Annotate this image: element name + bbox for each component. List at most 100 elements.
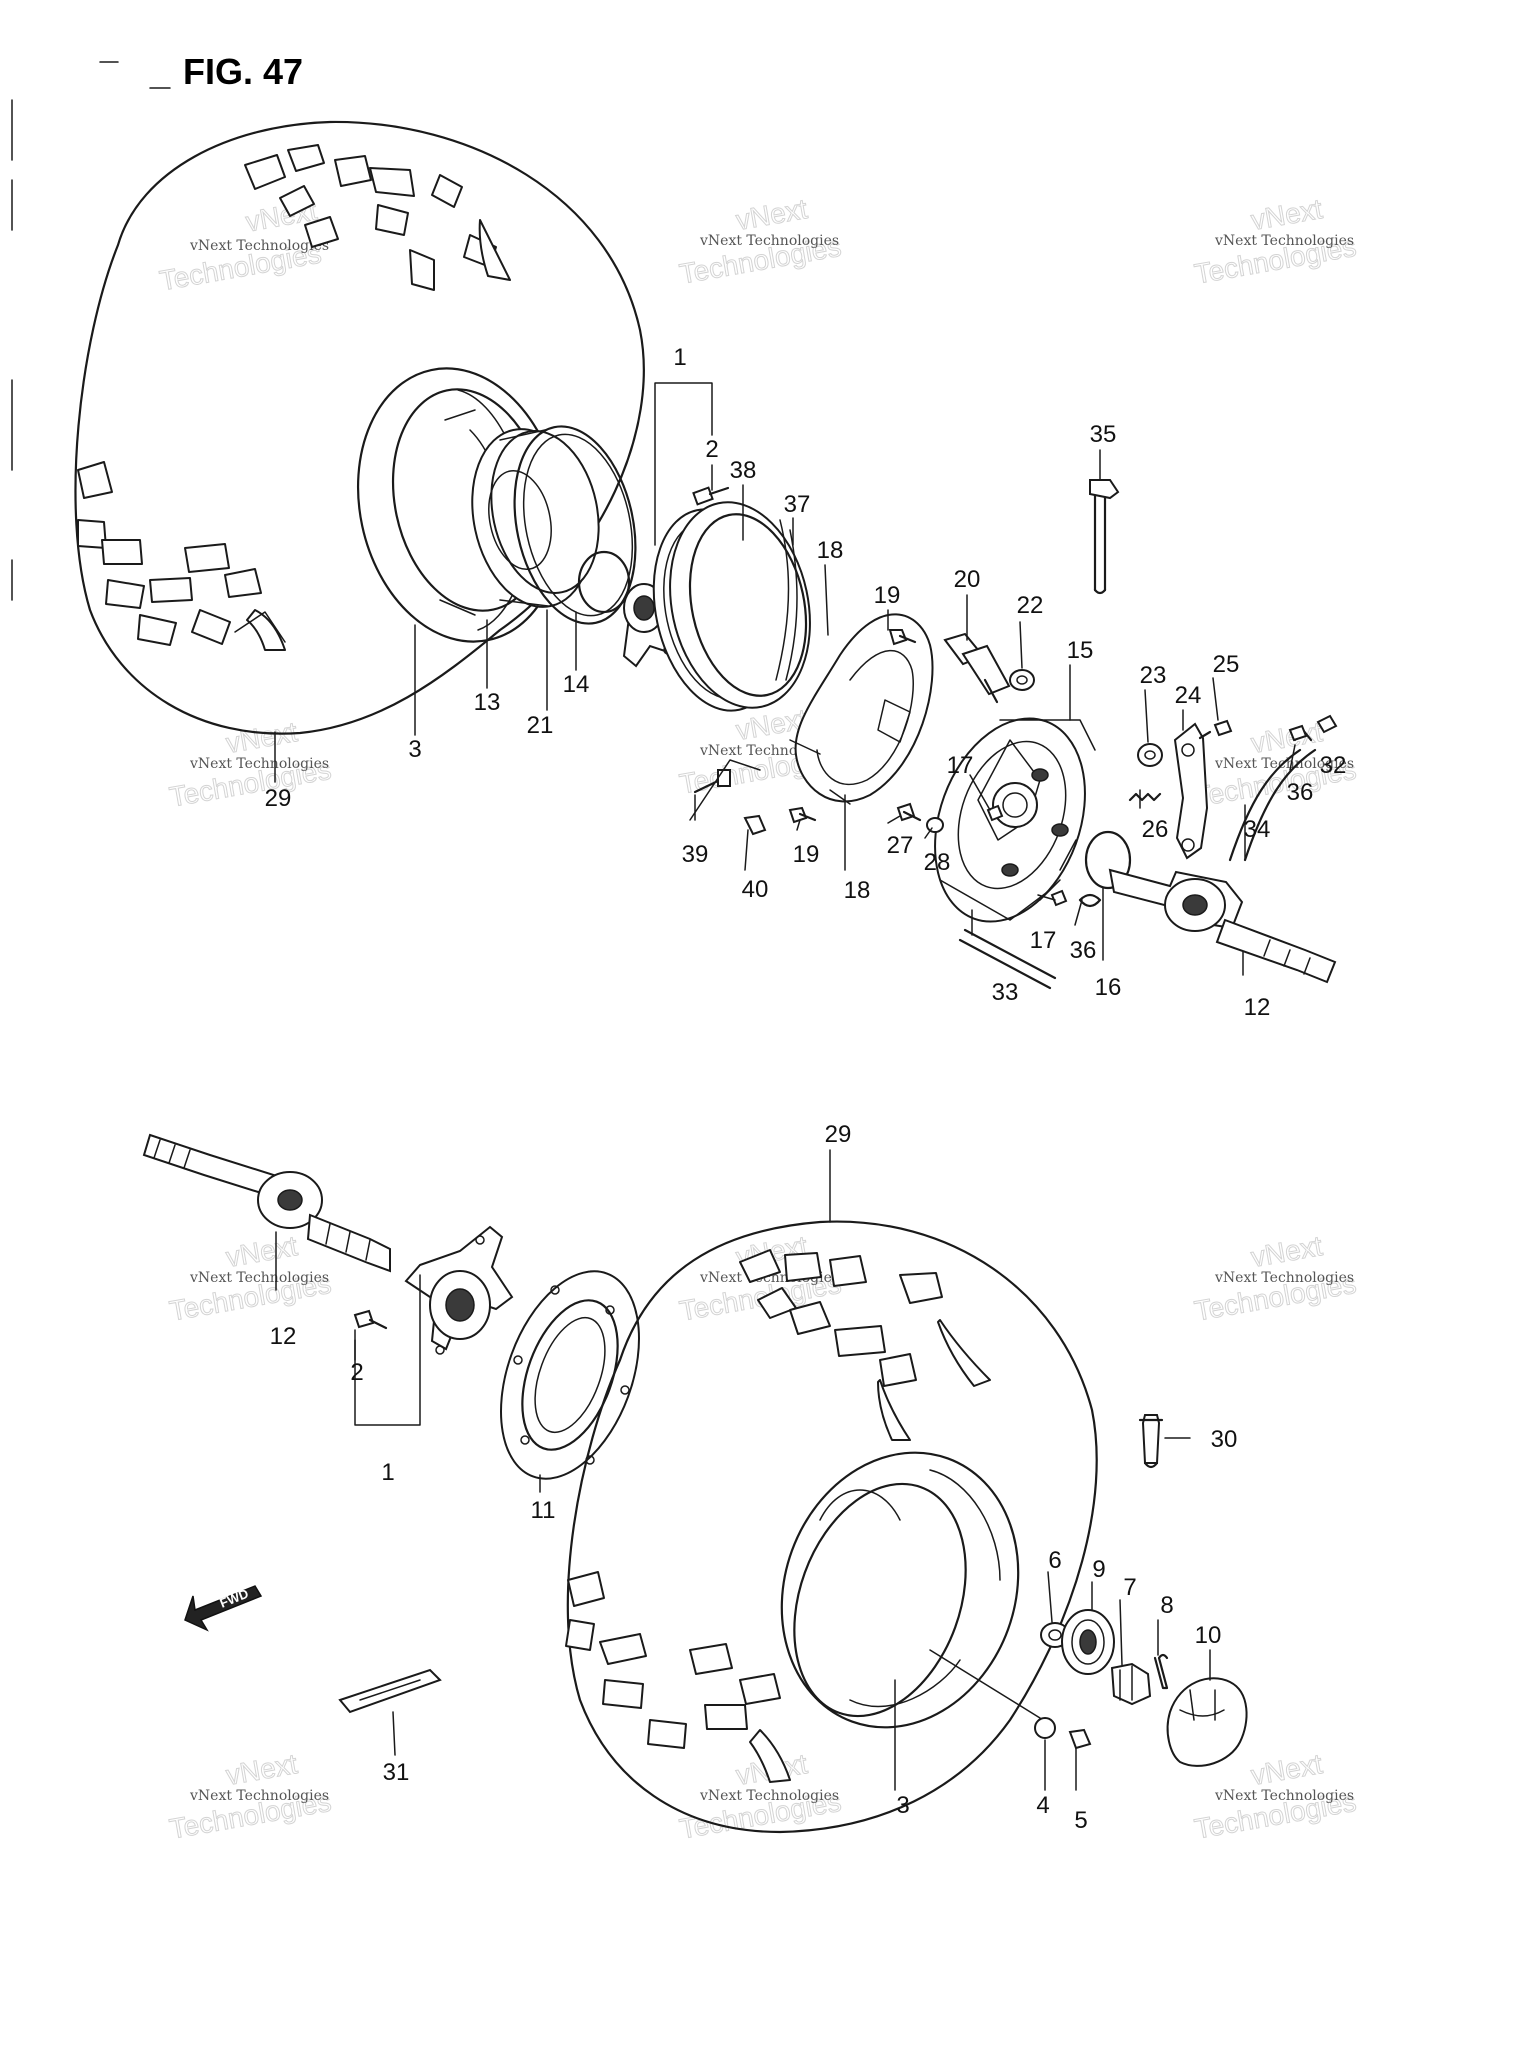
watermark: Technologies vNext vNext Technologies	[167, 1748, 334, 1846]
o-ring-21	[513, 425, 637, 625]
watermark: Technologies vNext vNext Technologies	[167, 716, 334, 814]
scan-margin-marks	[11, 61, 171, 601]
camshaft-20	[943, 632, 1011, 704]
cotter-pin-8	[1153, 1653, 1169, 1690]
label-part-34: 34	[1244, 816, 1271, 843]
axle-12-top	[1108, 868, 1337, 984]
label-part-6: 6	[1048, 1547, 1061, 1574]
washer-22	[1009, 669, 1035, 691]
figure-title: FIG. 47	[183, 51, 303, 92]
svg-text:vNext Technologies: vNext Technologies	[189, 1788, 329, 1804]
svg-text:vNext Technologies: vNext Technologies	[699, 1788, 839, 1804]
tire-top	[74, 120, 645, 735]
label-part-2-bottom: 2	[350, 1359, 363, 1386]
clip-36-lower	[1078, 893, 1102, 908]
label-part-7: 7	[1123, 1574, 1136, 1601]
label-part-11: 11	[531, 1497, 556, 1524]
label-part-26: 26	[1142, 816, 1169, 843]
washer-4-nut-5	[1034, 1717, 1092, 1750]
brake-shoes-18	[789, 613, 934, 805]
label-part-35: 35	[1090, 421, 1117, 448]
label-part-18-lower: 18	[844, 877, 871, 904]
bolts-17	[986, 804, 1068, 907]
label-part-22: 22	[1017, 592, 1044, 619]
label-part-14: 14	[563, 671, 590, 698]
bolt-25	[1198, 719, 1233, 740]
rim-bottom	[780, 1451, 1020, 1729]
label-part-37: 37	[784, 491, 811, 518]
adjuster-19-top	[888, 629, 917, 646]
tire-tread-bottom	[739, 1249, 991, 1441]
part-number-labels: 1 2 3 13 14 21 29 38 37 18 19 20 22 15 3…	[265, 344, 1347, 1834]
label-part-17-lower: 17	[1030, 927, 1057, 954]
label-part-9: 9	[1092, 1556, 1105, 1583]
leader-lines	[274, 382, 1296, 1791]
svg-text:vNext Technologies: vNext Technologies	[1214, 1788, 1354, 1804]
svg-text:vNext Technologies: vNext Technologies	[1214, 233, 1354, 249]
seal-14	[577, 550, 631, 614]
svg-text:vNext Technologies: vNext Technologies	[189, 1270, 329, 1286]
brake-drum-38-37	[652, 501, 811, 712]
rod-35	[1089, 479, 1120, 595]
pin-33	[958, 928, 1057, 990]
label-part-3-bottom: 3	[896, 1792, 909, 1819]
valve-30	[1138, 1414, 1164, 1469]
svg-text:vNext Technologies: vNext Technologies	[1214, 1270, 1354, 1286]
label-part-23: 23	[1140, 662, 1167, 689]
label-part-36-lower: 36	[1070, 937, 1097, 964]
tire-bottom	[565, 1220, 1098, 1834]
svg-text:vNext: vNext	[1249, 1230, 1325, 1273]
flange-hub-bottom	[404, 1225, 514, 1355]
label-part-2: 2	[705, 436, 718, 463]
watermark: Technologies vNext vNext Technologies	[167, 1230, 334, 1328]
svg-text:vNext: vNext	[1249, 193, 1325, 236]
label-part-28: 28	[924, 849, 951, 876]
label-part-29-bottom: 29	[825, 1121, 852, 1148]
label-part-5: 5	[1074, 1807, 1087, 1834]
tire-tread-bottom-left	[565, 1571, 791, 1783]
label-part-4: 4	[1036, 1792, 1049, 1819]
label-part-29: 29	[265, 785, 292, 812]
label-part-19-lower: 19	[793, 841, 820, 868]
label-part-3: 3	[408, 736, 421, 763]
label-part-38: 38	[730, 457, 757, 484]
seal-16	[1084, 830, 1132, 890]
bolt-2-bottom	[353, 1309, 388, 1330]
svg-text:vNext: vNext	[1249, 716, 1325, 759]
label-part-31: 31	[383, 1759, 410, 1786]
bolt-27-washer-28	[896, 802, 944, 833]
watermark-layer: Technologies vNext vNext Technologies Te…	[157, 193, 1359, 1846]
reflector-plate-31	[338, 1668, 442, 1714]
brake-panel-15	[934, 717, 1096, 923]
hub-cap-10	[1166, 1677, 1248, 1767]
label-part-17: 17	[947, 752, 974, 779]
label-part-39: 39	[682, 841, 709, 868]
label-part-15: 15	[1067, 637, 1094, 664]
forward-direction-arrow: FWD	[184, 1585, 263, 1632]
label-part-32: 32	[1320, 752, 1347, 779]
label-part-24: 24	[1175, 682, 1202, 709]
svg-text:vNext: vNext	[1249, 1748, 1325, 1791]
axle-12-bottom	[142, 1133, 391, 1273]
label-part-10: 10	[1195, 1622, 1222, 1649]
tire-tread-top	[244, 144, 511, 291]
watermark: Technologies vNext vNext Technologies	[1192, 193, 1359, 291]
label-part-12: 12	[1244, 994, 1271, 1021]
watermark: Technologies vNext vNext Technologies	[677, 193, 844, 291]
label-part-40: 40	[742, 876, 769, 903]
label-part-1-bottom: 1	[381, 1459, 394, 1486]
svg-text:vNext Technologies: vNext Technologies	[189, 238, 329, 254]
screw-39-nut-40	[689, 759, 817, 836]
cable-34	[1228, 748, 1317, 862]
label-part-21: 21	[527, 712, 554, 739]
label-part-8: 8	[1160, 1592, 1173, 1619]
label-part-16: 16	[1095, 974, 1122, 1001]
svg-text:vNext: vNext	[734, 193, 810, 236]
label-part-12-bottom: 12	[270, 1323, 297, 1350]
label-part-36: 36	[1287, 779, 1314, 806]
label-part-27: 27	[887, 832, 914, 859]
bolt-2-top	[692, 486, 730, 506]
castle-nut-7	[1110, 1662, 1152, 1706]
washer-23	[1137, 743, 1163, 767]
